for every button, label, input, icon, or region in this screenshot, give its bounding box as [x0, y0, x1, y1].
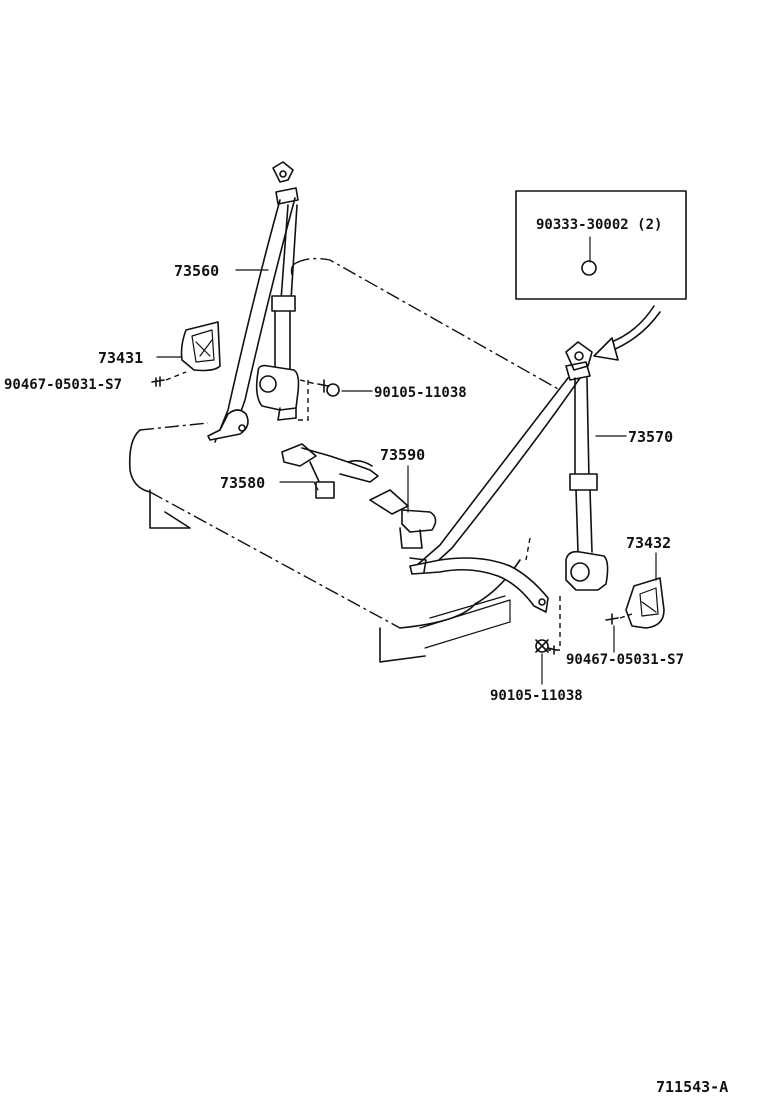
callout-73590: 73590 [380, 446, 425, 464]
callout-90467-right: 90467-05031-S7 [566, 652, 684, 668]
callout-73570: 73570 [628, 428, 673, 446]
left-anchor-cover [180, 321, 221, 372]
callout-90105-lower: 90105-11038 [490, 688, 583, 704]
inset-part-label: 90333-30002 (2) [536, 217, 662, 233]
callout-90467-left: 90467-05031-S7 [4, 377, 122, 393]
right-lower-anchor [409, 557, 549, 613]
right-retractor [565, 550, 609, 591]
left-small-bolt [151, 371, 187, 387]
lower-mounting-bolt [535, 639, 557, 655]
left-shoulder-anchor [272, 161, 294, 183]
upper-mounting-bolt [298, 379, 340, 421]
inset-pointer-arrow [593, 305, 661, 361]
center-buckle-73580 [281, 443, 379, 499]
left-retractor [255, 364, 300, 411]
right-small-bolt [605, 613, 633, 625]
left-seat-belt-assembly [207, 161, 300, 443]
callout-73431: 73431 [98, 349, 143, 367]
inset-detail-box: 90333-30002 (2) [515, 190, 687, 300]
center-buckle-73590 [369, 489, 437, 549]
right-seat-belt-assembly [409, 341, 609, 651]
leader-lines [156, 269, 657, 685]
callout-73580: 73580 [220, 474, 265, 492]
callout-90105-upper: 90105-11038 [374, 385, 467, 401]
right-anchor-cover [625, 577, 665, 629]
drawing-id: 711543-A [656, 1078, 728, 1096]
callout-73432: 73432 [626, 534, 671, 552]
callout-73560: 73560 [174, 262, 219, 280]
